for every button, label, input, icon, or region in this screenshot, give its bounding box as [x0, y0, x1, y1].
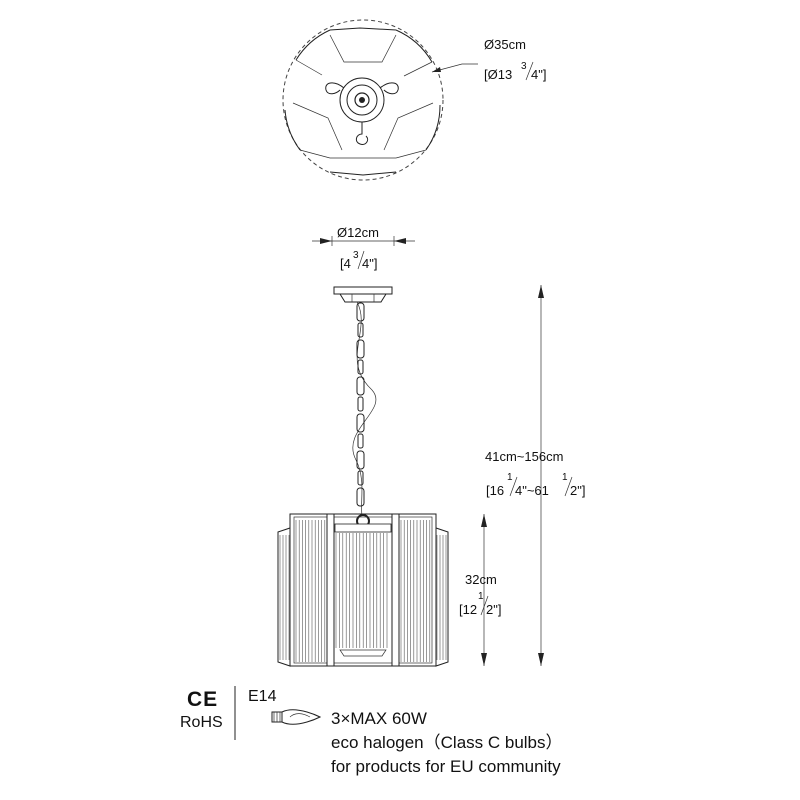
- fixture-side-view: [277, 286, 449, 667]
- power-wire: [352, 301, 377, 517]
- shade-height-imperial-prefix: [12: [459, 602, 477, 617]
- max-wattage: 3×MAX 60W: [331, 709, 427, 728]
- canopy: [333, 286, 393, 295]
- info-block: CE RoHS E14 3×MAX 60W eco halogen（Class …: [180, 686, 563, 776]
- bulb-icon: [271, 709, 322, 725]
- overall-height-imperial-a-num: 1: [507, 472, 513, 483]
- canopy-imperial-num: 3: [353, 250, 359, 261]
- shade-height-metric: 32cm: [465, 572, 497, 587]
- hook-left: [325, 82, 345, 95]
- ce-mark: CE: [187, 688, 218, 711]
- top-view-outline: [282, 19, 444, 181]
- shade: [277, 513, 449, 667]
- chain: [356, 302, 370, 528]
- shade-height-imperial-num: 1: [478, 591, 484, 602]
- hook-bottom: [355, 122, 369, 145]
- top-diameter-metric: Ø35cm: [484, 37, 526, 52]
- overall-height-imperial-a-den: 4"~61: [515, 483, 549, 498]
- overall-height-metric: 41cm~156cm: [485, 449, 563, 464]
- top-diameter-imperial-num: 3: [521, 61, 527, 72]
- canopy-imperial-den: 4"]: [362, 256, 377, 271]
- top-diameter-imperial-den: 4"]: [531, 67, 546, 82]
- canopy-imperial-prefix: [4: [340, 256, 351, 271]
- overall-height-imperial-b-den: 2"]: [570, 483, 585, 498]
- eu-note: for products for EU community: [331, 757, 561, 776]
- rohs-label: RoHS: [180, 714, 223, 731]
- hook-right: [379, 82, 399, 95]
- shade-height-imperial-den: 2"]: [486, 602, 501, 617]
- bulb-type: eco halogen（Class C bulbs）: [331, 733, 563, 752]
- shade-height-dimension: 32cm [12 1 2"]: [459, 514, 501, 666]
- overall-height-dimension: 41cm~156cm [16 1 4"~61 1 2"]: [485, 285, 585, 666]
- top-diameter-imperial-prefix: [Ø13: [484, 67, 512, 82]
- glass-rods: [279, 520, 447, 662]
- canopy-dimension: Ø12cm [4 3 4"]: [312, 225, 415, 271]
- overall-height-imperial-prefix: [16: [486, 483, 504, 498]
- socket-type: E14: [248, 688, 277, 705]
- top-view: [282, 19, 444, 181]
- overall-height-imperial-b-num: 1: [562, 472, 568, 483]
- top-view-dimension: Ø35cm [Ø13 3 4"]: [431, 37, 546, 82]
- canopy-diameter-metric: Ø12cm: [337, 225, 379, 240]
